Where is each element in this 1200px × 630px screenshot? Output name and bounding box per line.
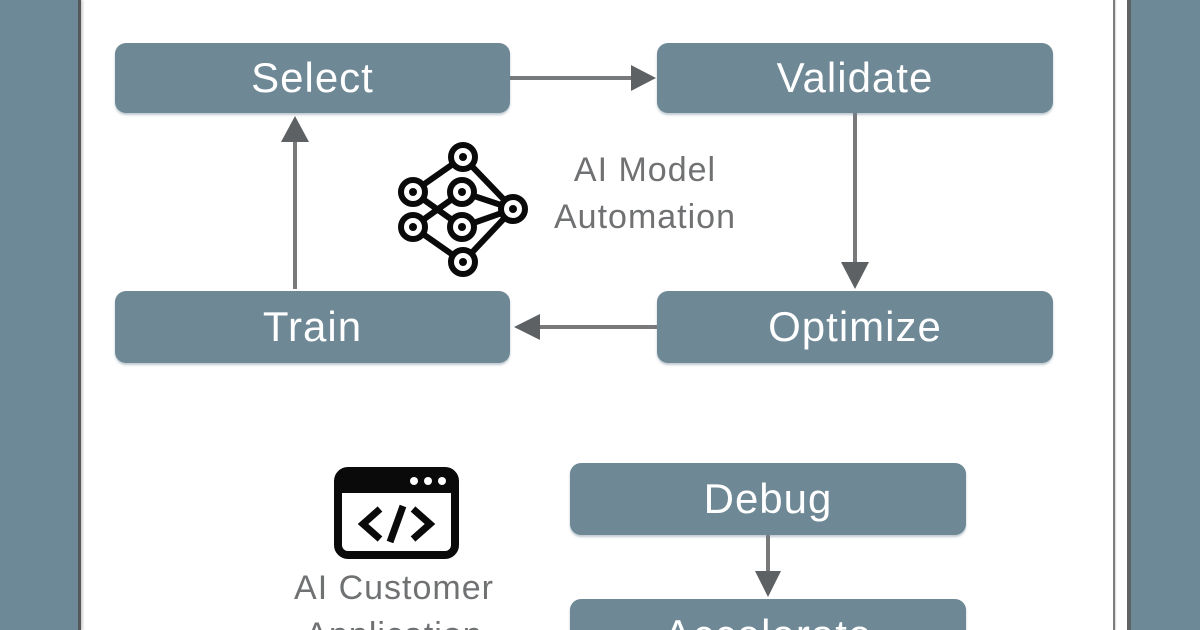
left-slate-panel [0,0,81,630]
arrow-select-to-validate [510,65,656,91]
model-caption-line1: AI Model [573,151,717,189]
node-optimize: Optimize [657,291,1053,363]
node-optimize-label: Optimize [768,303,942,350]
arrow-debug-to-accelerate [755,535,781,597]
node-select-label: Select [251,54,374,101]
node-train: Train [115,291,510,363]
model-caption-line2: Automation [554,198,736,236]
node-select: Select [115,43,510,113]
customer-caption-line1: AI Customer [294,569,494,607]
arrow-validate-to-optimize [841,113,869,289]
customer-application-caption: AI Customer Application [244,565,544,630]
node-debug: Debug [570,463,966,535]
node-train-label: Train [262,303,363,350]
code-window-icon [334,467,459,559]
customer-caption-line2: Application [244,612,544,630]
neural-network-icon [398,142,528,277]
node-debug-label: Debug [703,475,833,522]
model-automation-caption: AI Model Automation [510,147,780,241]
node-accelerate: Accelerate [570,599,966,630]
node-validate: Validate [657,43,1053,113]
card-right-border [1113,0,1115,630]
arrow-optimize-to-train [514,314,657,340]
node-validate-label: Validate [776,54,934,101]
arrow-train-to-select [281,116,309,289]
right-slate-panel [1127,0,1200,630]
node-accelerate-label: Accelerate [664,611,872,630]
